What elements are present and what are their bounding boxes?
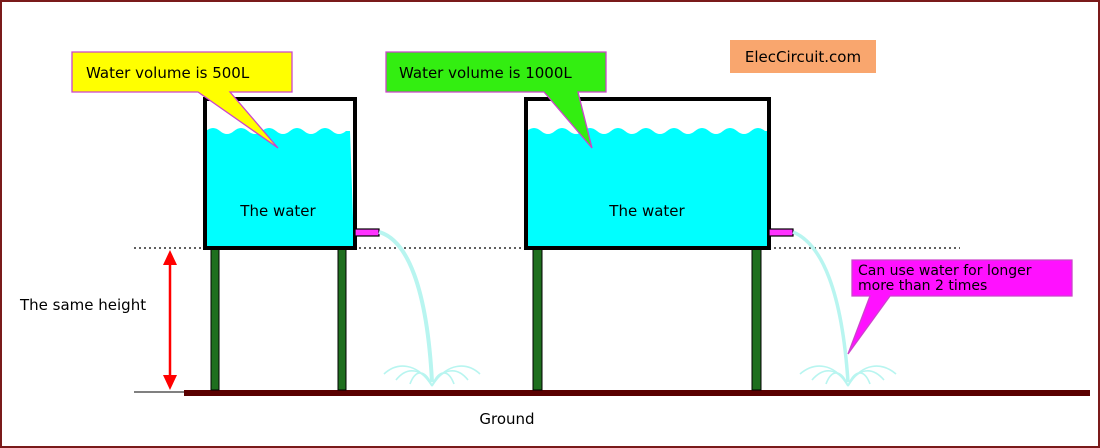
callout-small-volume-text: Water volume is 500L [86, 64, 250, 82]
callout-small-volume: Water volume is 500L [71, 51, 293, 149]
ground-label: Ground [479, 410, 534, 428]
tank-large-outline [524, 97, 771, 250]
tank-small-outlet-pipe [354, 228, 380, 237]
tank-large: The water [524, 97, 897, 391]
callout-longer-use-line2: more than 2 times [858, 278, 987, 294]
tank-small-water-label: The water [239, 202, 316, 220]
tank-small-outline [203, 97, 357, 250]
tank-small-water-stream [378, 230, 434, 383]
tank-large-outlet-pipe [768, 228, 794, 237]
tank-small-leg-left [210, 247, 220, 391]
tank-small-splash [383, 365, 481, 387]
brand-text: ElecCircuit.com [745, 48, 861, 66]
tank-small: The water [203, 97, 481, 391]
tank-large-leg-right [751, 247, 762, 391]
callout-longer-use: Can use water for longer more than 2 tim… [847, 259, 1073, 355]
tank-small-water [206, 128, 354, 247]
tank-large-water-stream [792, 230, 850, 383]
callout-large-volume: Water volume is 1000L [385, 51, 607, 149]
callout-large-volume-text: Water volume is 1000L [399, 64, 572, 82]
ground-bar [184, 390, 1090, 396]
tank-large-water [527, 128, 769, 247]
height-arrow [163, 250, 177, 390]
tank-large-water-label: The water [608, 202, 685, 220]
same-height-label: The same height [19, 296, 146, 314]
tank-large-leg-left [532, 247, 543, 391]
tank-large-splash [799, 365, 897, 387]
tank-small-leg-right [337, 247, 347, 391]
brand-badge: ElecCircuit.com [730, 40, 876, 73]
callout-longer-use-line1: Can use water for longer [858, 263, 1032, 279]
